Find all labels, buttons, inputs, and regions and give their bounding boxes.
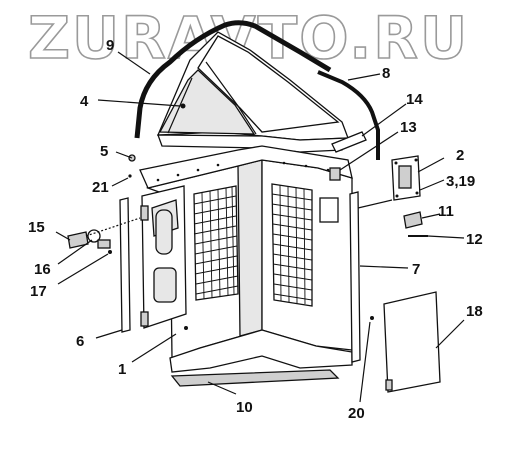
upper-brackets [329,131,367,181]
callout-4: 4 [80,93,89,110]
bottom-sill [170,369,340,387]
callout-13: 13 [400,119,417,136]
left-post-strip [119,197,131,333]
control-panel [391,155,421,201]
callout-15: 15 [28,219,45,236]
callout-1: 1 [118,361,126,378]
fastener-20 [370,316,374,320]
callout-10: 10 [236,399,253,416]
watermark-text: ZURAVTO.RU [28,4,469,72]
callout-2: 2 [456,147,464,164]
callout-7: 7 [412,261,420,278]
callout-12: 12 [466,231,483,248]
callout-5: 5 [100,143,108,160]
side-door-panel [383,291,441,393]
callout-16: 16 [34,261,51,278]
left-door-frame [140,185,187,329]
callout-11: 11 [438,203,454,220]
callout-6: 6 [76,333,84,350]
fastener-21 [128,174,132,178]
drip-rail [317,70,380,160]
callout-21: 21 [92,179,109,196]
left-mesh-window [193,185,239,301]
callout-3-19: 3,19 [446,173,475,190]
callout-20: 20 [348,405,365,422]
callout-labels: 9 8 4 14 13 5 2 21 3,19 15 11 12 16 7 17… [28,37,483,422]
door-handle-assembly [67,217,141,249]
switch-and-pin [403,211,428,237]
roof-seal-strip [134,20,332,139]
right-wall-plate [319,197,339,223]
leader-lines [55,51,465,403]
right-post-strip [349,191,361,363]
callout-14: 14 [406,91,423,108]
fastener-17 [108,250,112,254]
callout-8: 8 [382,65,390,82]
callout-17: 17 [30,283,47,300]
right-mesh-window [271,183,313,307]
callout-9: 9 [106,37,114,54]
wiring-line [357,199,393,209]
callout-18: 18 [466,303,483,320]
